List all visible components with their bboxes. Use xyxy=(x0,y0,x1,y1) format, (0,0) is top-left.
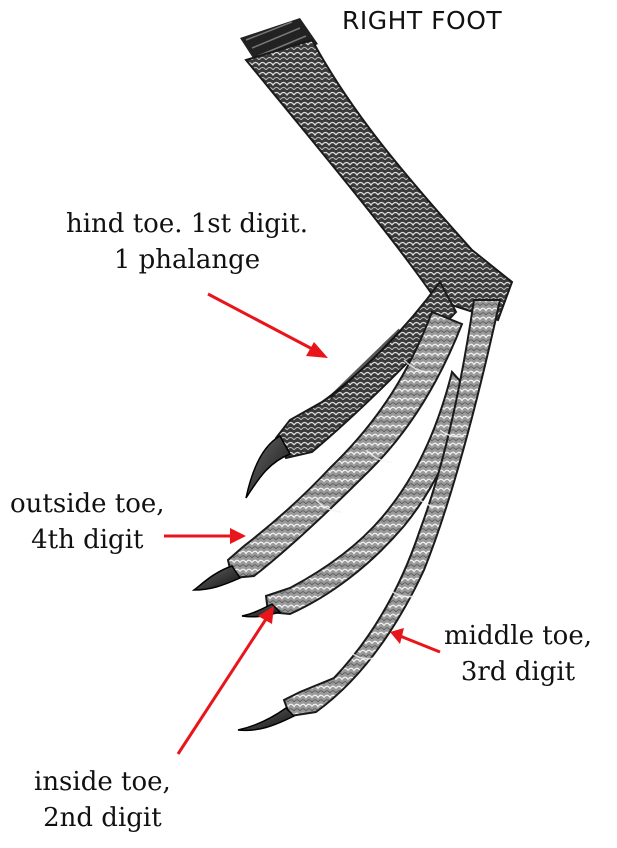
middle-toe-label: middle toe, 3rd digit xyxy=(444,618,592,690)
tarsus xyxy=(246,40,512,320)
middle-toe-label-line2: 3rd digit xyxy=(444,654,592,690)
middle-toe-arrow xyxy=(390,628,440,652)
hind-toe-label: hind toe. 1st digit. 1 phalange xyxy=(66,206,308,278)
middle-toe-label-line1: middle toe, xyxy=(444,618,592,654)
page-title: RIGHT FOOT xyxy=(342,6,502,35)
inside-toe-label-line1: inside toe, xyxy=(34,764,171,800)
hind-toe-label-line1: hind toe. 1st digit. xyxy=(66,206,308,242)
hind-toe-label-line2: 1 phalange xyxy=(66,242,308,278)
inside-toe-label: inside toe, 2nd digit xyxy=(34,764,171,836)
hind-toe-arrow xyxy=(208,294,328,358)
outside-toe-label-line1: outside toe, xyxy=(10,486,165,522)
outside-toe-arrow xyxy=(164,528,246,544)
outside-toe-label: outside toe, 4th digit xyxy=(10,486,165,558)
inside-toe-arrow xyxy=(178,606,274,754)
inside-toe-label-line2: 2nd digit xyxy=(34,800,171,836)
outside-toe-label-line2: 4th digit xyxy=(10,522,165,558)
